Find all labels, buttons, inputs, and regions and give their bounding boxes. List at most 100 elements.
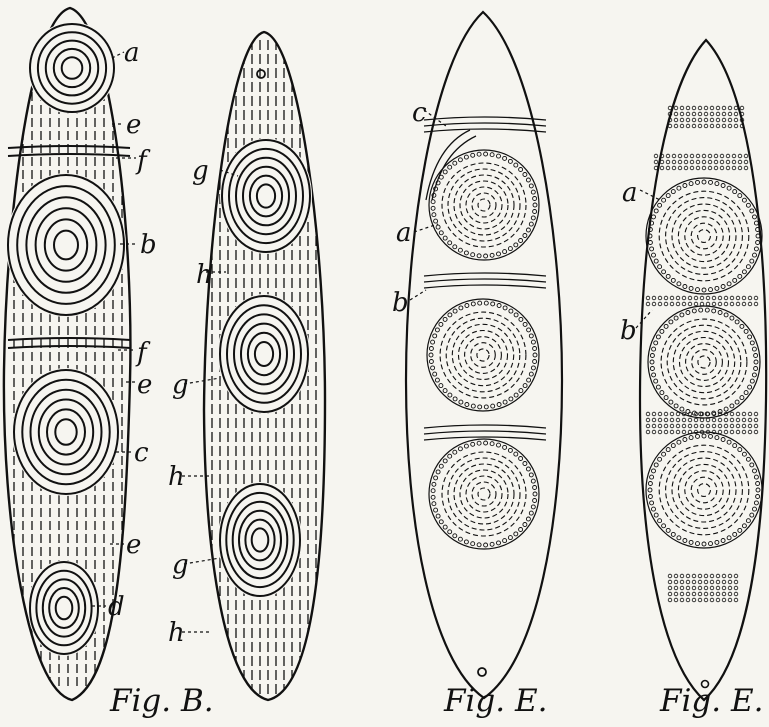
dot (714, 154, 718, 158)
dot (754, 247, 758, 251)
motif-backing (28, 560, 100, 656)
dot (712, 296, 716, 300)
dot (677, 282, 681, 286)
dot (724, 302, 728, 306)
spiral-ring (691, 477, 717, 503)
dot (448, 454, 452, 458)
dot (662, 452, 666, 456)
dot (748, 335, 752, 339)
dot (752, 347, 756, 351)
dot (676, 296, 680, 300)
band-line (424, 117, 546, 120)
dot (718, 424, 722, 428)
dot (686, 118, 690, 122)
dot (503, 445, 507, 449)
dot (718, 296, 722, 300)
dot (698, 586, 702, 590)
dot (664, 412, 668, 416)
dot (712, 424, 716, 428)
dot (750, 513, 754, 517)
dot (738, 274, 742, 278)
dot (646, 302, 650, 306)
dot (519, 389, 523, 393)
spiral-ring (477, 349, 489, 361)
dot (443, 459, 447, 463)
dot (648, 482, 652, 486)
dot (439, 322, 443, 326)
dot (716, 592, 720, 596)
dot (715, 182, 719, 186)
band-line (424, 129, 546, 132)
dot (744, 160, 748, 164)
dot (750, 463, 754, 467)
dot (490, 442, 494, 446)
dot (435, 378, 439, 382)
dot (753, 253, 757, 257)
dot (722, 592, 726, 596)
dot (503, 539, 507, 543)
dot (669, 320, 673, 324)
dot (670, 424, 674, 428)
dot (490, 253, 494, 257)
dot (658, 457, 662, 461)
dot (648, 241, 652, 245)
dot (694, 296, 698, 300)
dot (732, 160, 736, 164)
dot (477, 152, 481, 156)
dot (523, 384, 527, 388)
dot (704, 592, 708, 596)
label-a: a (124, 40, 140, 66)
motif-backing (12, 368, 120, 496)
dot (738, 166, 742, 170)
dot (668, 124, 672, 128)
dot (690, 154, 694, 158)
dot (730, 430, 734, 434)
leader-line (184, 558, 220, 564)
spiral-ring (440, 312, 526, 398)
dot (738, 160, 742, 164)
dot (484, 152, 488, 156)
dot (700, 302, 704, 306)
dot (689, 286, 693, 290)
dot (712, 418, 716, 422)
leader-line (184, 378, 220, 384)
figure-3-bands (424, 117, 546, 440)
dot (646, 424, 650, 428)
dot (656, 385, 660, 389)
dot (650, 475, 654, 479)
dot (684, 160, 688, 164)
leader-line (636, 310, 652, 328)
dot (720, 154, 724, 158)
dot (710, 592, 714, 596)
dot (646, 418, 650, 422)
dot (736, 430, 740, 434)
dot (465, 403, 469, 407)
dot (671, 190, 675, 194)
dot (652, 424, 656, 428)
dot (676, 412, 680, 416)
dot (734, 598, 738, 602)
dot (756, 482, 760, 486)
dot (652, 215, 656, 219)
dot (689, 182, 693, 186)
dot (527, 378, 531, 382)
dot (529, 184, 533, 188)
dot (744, 329, 748, 333)
dot (484, 543, 488, 547)
dot (503, 156, 507, 160)
dot (683, 285, 687, 289)
dot (464, 251, 468, 255)
dot (696, 180, 700, 184)
spiral-ring (685, 471, 723, 509)
motif-ring (427, 299, 539, 411)
dot (718, 418, 722, 422)
dot (686, 124, 690, 128)
dot (676, 430, 680, 434)
dot (646, 430, 650, 434)
dot (746, 519, 750, 523)
dot (744, 166, 748, 170)
dot (710, 106, 714, 110)
dot (742, 452, 746, 456)
dot (527, 328, 531, 332)
dot (692, 598, 696, 602)
